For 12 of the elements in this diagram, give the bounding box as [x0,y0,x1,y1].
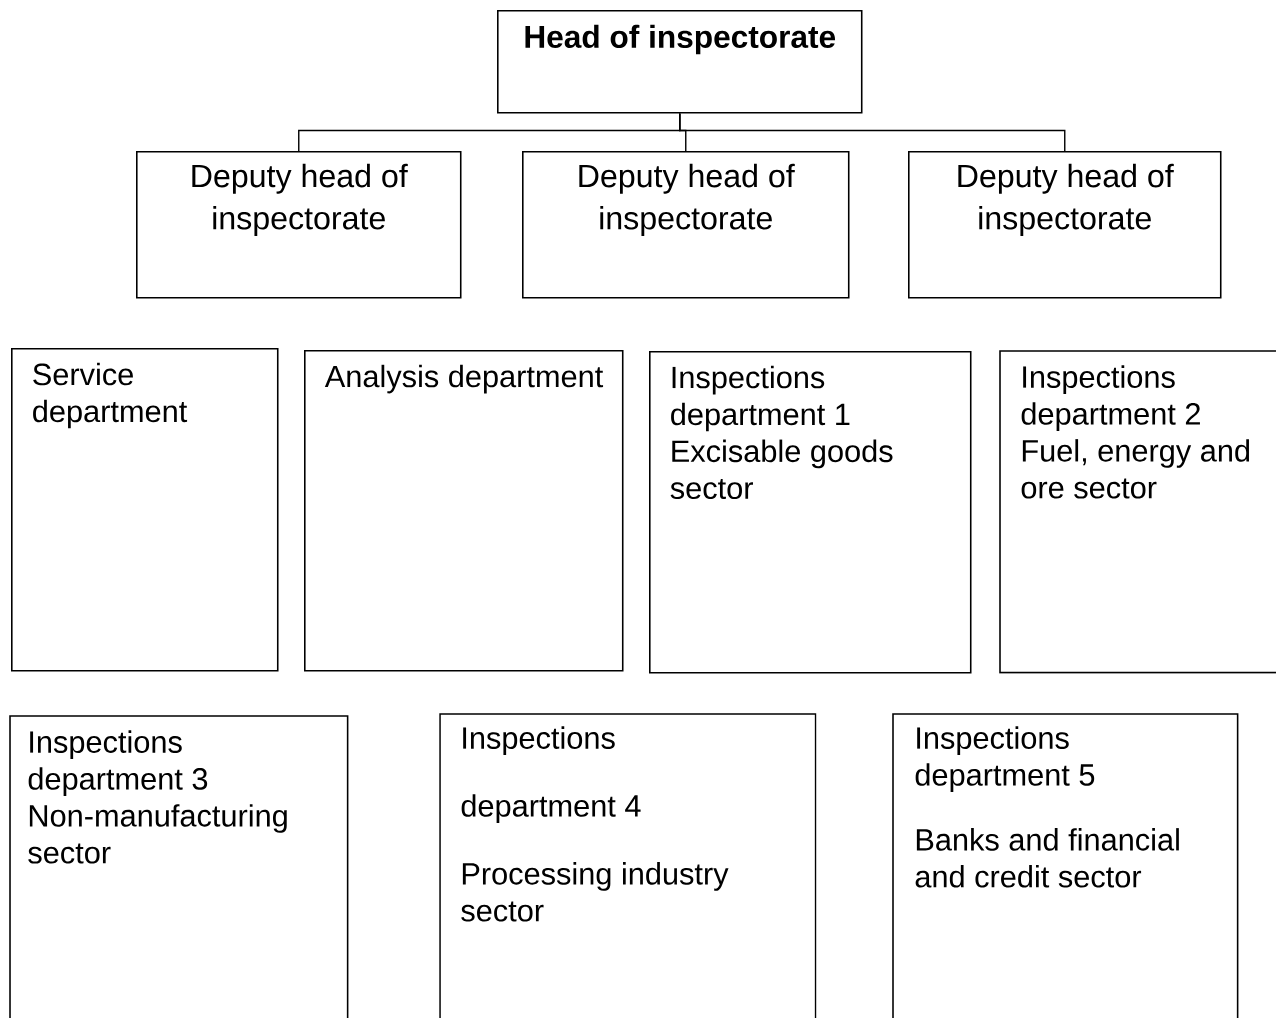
deputy-box: Deputy head of inspectorate [136,151,462,299]
department-box: Inspections department 2 Fuel, energy and ore sector [999,350,1276,674]
department-box: Inspections department 1 Excisable goods sector [649,351,972,674]
department-box: Inspections department 5 Banks and financial and credit sector [892,713,1239,1018]
department-box: Analysis department [304,350,624,672]
department-box: Inspections department 4 Processing industry sector [439,713,817,1018]
department-box: Service department [11,348,279,672]
department-box: Inspections department 3 Non-manufacturing sector [9,715,349,1018]
connector-line [679,112,1066,152]
deputy-box: Deputy head of inspectorate [522,151,850,299]
deputy-box: Deputy head of inspectorate [908,151,1222,299]
head-box: Head of inspectorate [497,10,863,114]
